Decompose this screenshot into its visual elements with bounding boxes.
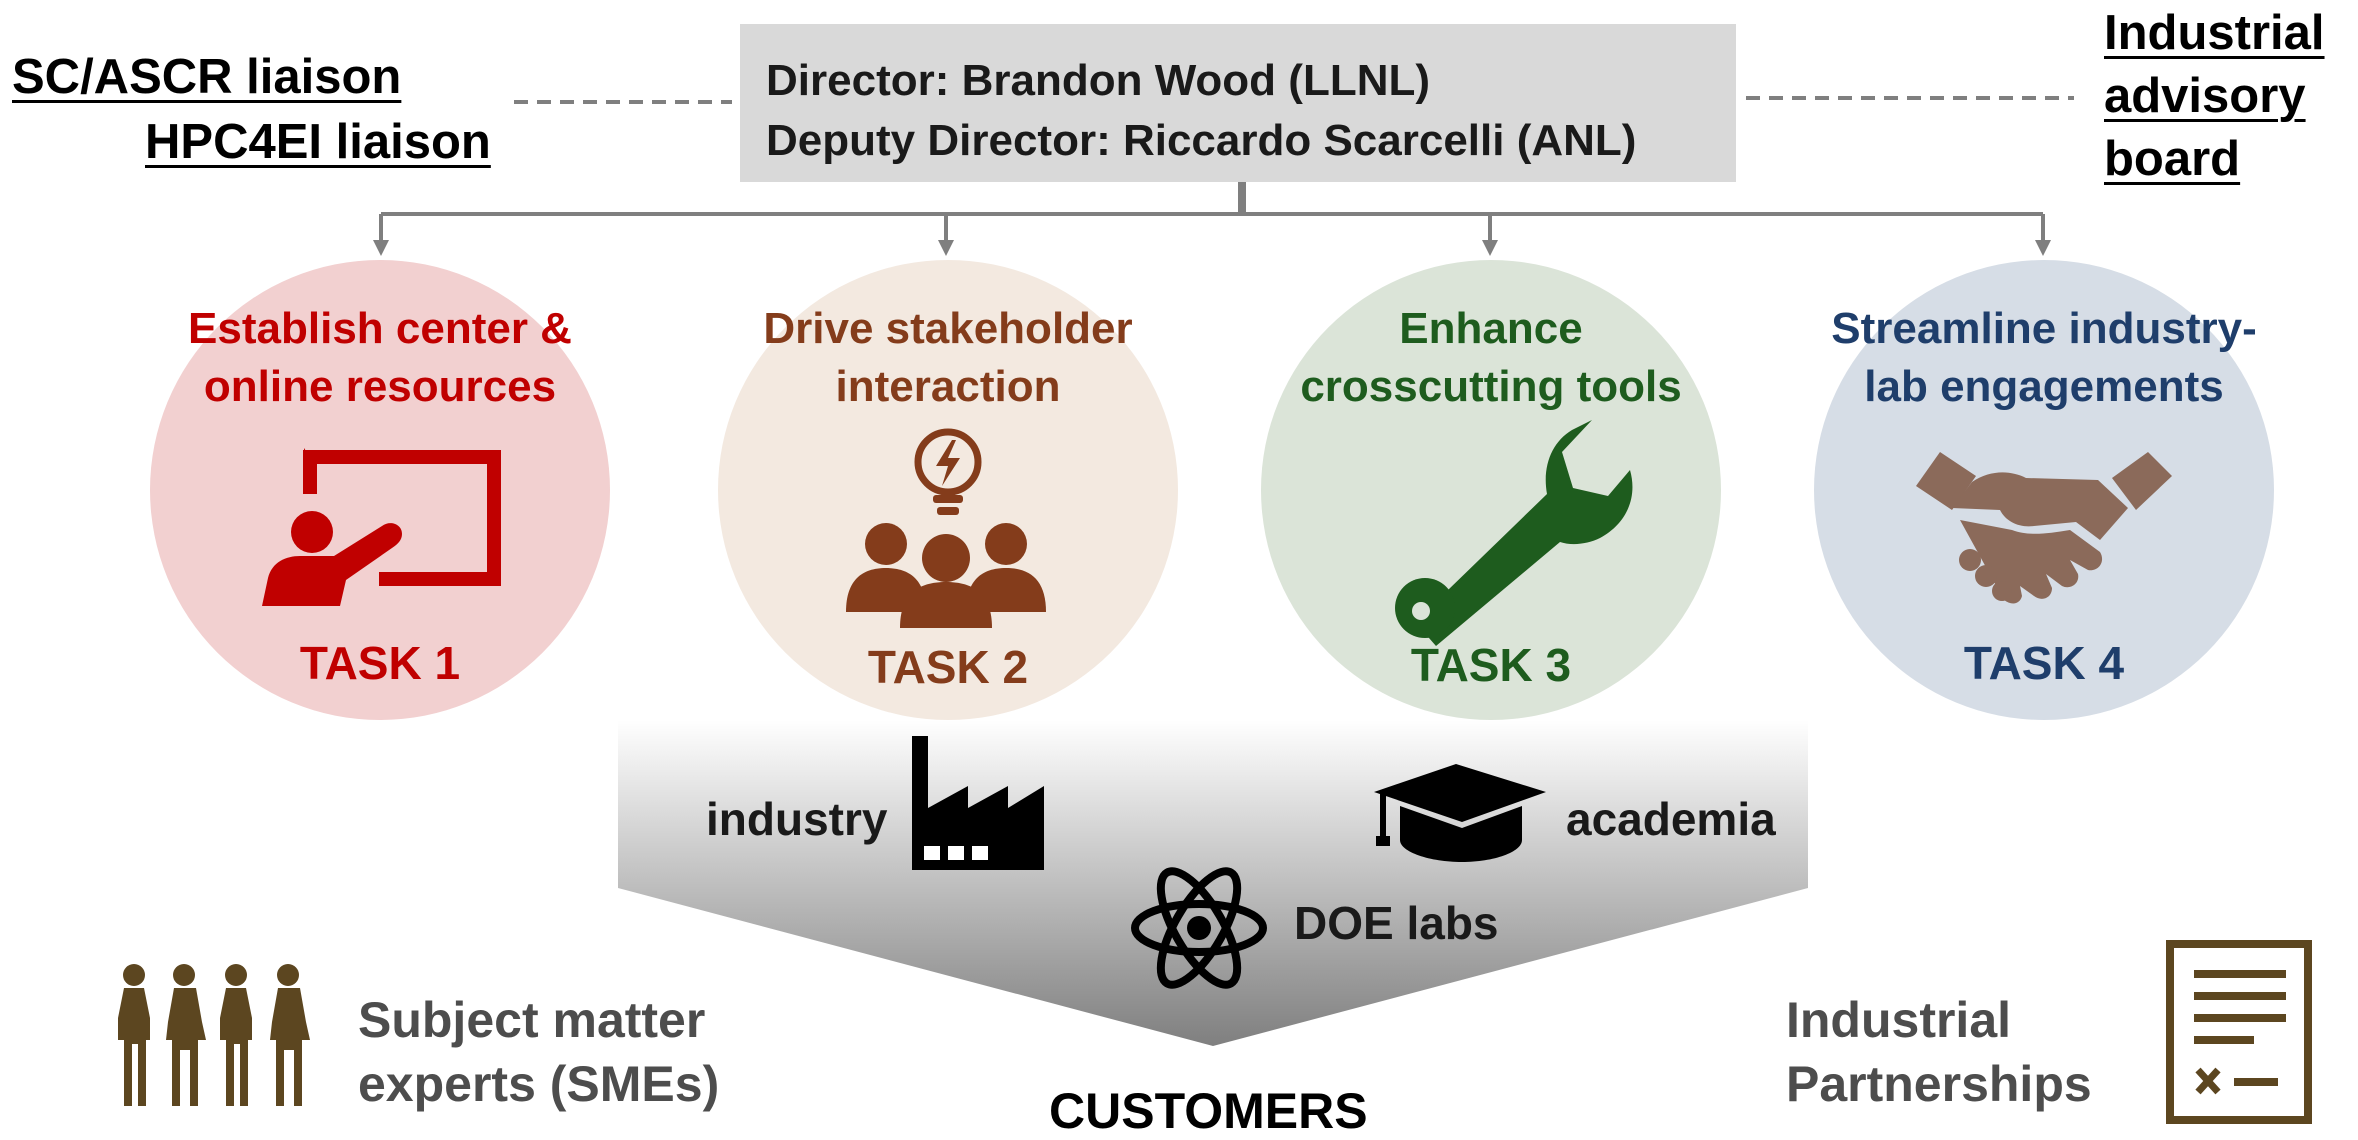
task-2-title-line-2: interaction xyxy=(835,362,1061,411)
graduation-cap-icon xyxy=(1374,764,1546,862)
task-2-label: TASK 2 xyxy=(867,641,1029,693)
advisory-line-1: Industrial xyxy=(2104,6,2325,60)
task-3-title-line-1: Enhance xyxy=(1399,304,1583,353)
task-4-title-line-1: Streamline industry- xyxy=(1831,304,2257,353)
advisory-line-2: advisory xyxy=(2104,69,2306,123)
partnerships-label: Industrial Partnerships xyxy=(1786,988,2092,1116)
industry-label: industry xyxy=(706,793,888,845)
task-3-label: TASK 3 xyxy=(1410,639,1572,691)
atom-nucleus xyxy=(1187,916,1211,940)
partnerships-label-line-2: Partnerships xyxy=(1786,1056,2092,1112)
academia-label: academia xyxy=(1566,793,1776,845)
smes-label-line-2: experts (SMEs) xyxy=(358,1056,720,1112)
task-4-title-line-2: lab engagements xyxy=(1864,362,2224,411)
director-name: Director: Brandon Wood (LLNL) xyxy=(766,56,1430,105)
org-connector-tree xyxy=(379,182,2045,242)
customers-funnel xyxy=(618,720,1808,1046)
contract-document-icon xyxy=(2166,940,2312,1124)
task-4-title: Streamline industry- lab engagements xyxy=(1784,300,2304,416)
task-1-title-line-2: online resources xyxy=(203,362,557,411)
sc-ascr-liaison: SC/ASCR liaison xyxy=(12,50,402,104)
deputy-director-name: Deputy Director: Riccardo Scarcelli (ANL… xyxy=(766,116,1637,165)
partnerships-label-line-1: Industrial xyxy=(1786,992,2012,1048)
task-2-title-line-1: Drive stakeholder xyxy=(763,304,1133,353)
director-box: Director: Brandon Wood (LLNL) Deputy Dir… xyxy=(740,24,1736,182)
task-1-title: Establish center & online resources xyxy=(120,300,640,416)
factory-icon xyxy=(912,736,1044,870)
wrench-icon xyxy=(1395,420,1633,646)
atom-icon xyxy=(1131,867,1267,989)
org-connector-arrowheads xyxy=(373,240,2051,256)
smes-label: Subject matter experts (SMEs) xyxy=(358,988,719,1116)
task-3-circle xyxy=(1261,260,1721,720)
task-1-label: TASK 1 xyxy=(299,637,461,689)
task-1-title-line-1: Establish center & xyxy=(188,304,572,353)
advisory-line-3: board xyxy=(2104,132,2241,186)
task-2-title: Drive stakeholder interaction xyxy=(688,300,1208,416)
group-idea-icon xyxy=(846,428,1046,628)
smes-label-line-1: Subject matter xyxy=(358,992,706,1048)
people-group-icon xyxy=(118,964,310,1106)
task-3-title-line-2: crosscutting tools xyxy=(1300,362,1682,411)
doe-labs-label: DOE labs xyxy=(1294,897,1499,949)
customers-title: CUSTOMERS xyxy=(1049,1083,1368,1139)
handshake-icon xyxy=(1916,452,2172,604)
task-3-title: Enhance crosscutting tools xyxy=(1231,300,1751,416)
task-4-label: TASK 4 xyxy=(1963,637,2125,689)
hpc4ei-liaison: HPC4EI liaison xyxy=(145,115,491,169)
presenter-board-icon xyxy=(262,448,501,606)
